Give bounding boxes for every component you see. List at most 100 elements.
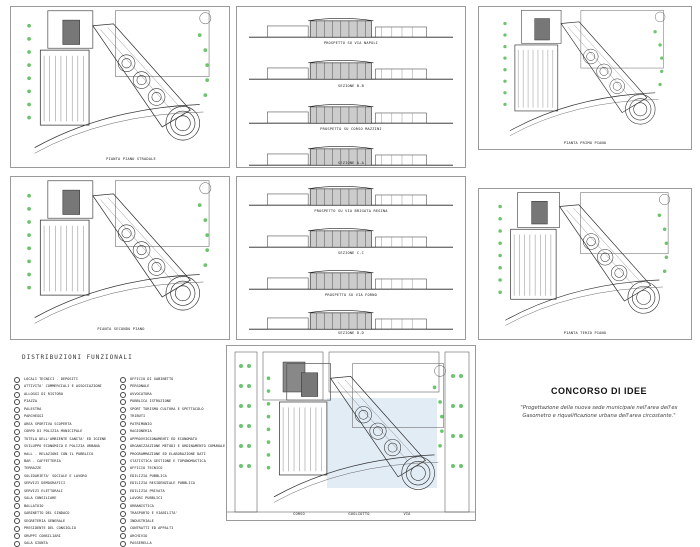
sections-panel-top: PROSPETTO SU VIA NAPOLI SEZIONE B-B PROS… bbox=[236, 6, 466, 168]
legend-item-label: BALLATOIO bbox=[24, 503, 44, 508]
ground-floor-plan-drawing bbox=[26, 10, 212, 154]
legend-item: URBANISTICA bbox=[120, 503, 225, 510]
section-caption-4: SEZIONE A-A bbox=[338, 161, 364, 165]
legend-item-label: SVILUPPO ECONOMICO E POLIZIA URBANA bbox=[24, 444, 100, 449]
second-floor-plan-panel: PIANTA SECONDO PIANO bbox=[10, 176, 230, 340]
legend-item: PASSERELLA bbox=[120, 540, 225, 547]
legend-item-label: GRUPPI CONSILIARI bbox=[24, 533, 61, 538]
legend-item: EDILIZIA PRIVATA bbox=[120, 488, 225, 495]
legend-item-label: ORGANIZZAZIONE METODI E ORDINAMENTO COMU… bbox=[130, 444, 226, 449]
legend-item: PARCHEGGI bbox=[14, 413, 106, 420]
legend-marker-icon bbox=[14, 466, 20, 473]
legend-marker-icon bbox=[120, 510, 126, 517]
legend-marker-icon bbox=[120, 458, 126, 465]
legend-item: ATTIVITA' COMMERCIALI E ASSOCIAZIONI bbox=[14, 383, 106, 391]
legend-marker-icon bbox=[14, 451, 20, 458]
legend-marker-icon bbox=[120, 428, 126, 435]
legend-marker-icon bbox=[14, 503, 20, 510]
legend-item: AREA SPORTIVA SCOPERTA bbox=[14, 421, 106, 428]
legend-item-label: LOCALI TECNICI - DEPOSITI bbox=[24, 377, 79, 381]
legend-item: SEGRETERIA GENERALE bbox=[14, 518, 106, 525]
second-floor-plan-caption: PIANTA SECONDO PIANO bbox=[97, 327, 145, 331]
legend-marker-icon bbox=[120, 518, 126, 525]
legend-item-label: SPORT TURISMO CULTURA E SPETTACOLO bbox=[130, 406, 204, 411]
section-caption-8: SEZIONE D-D bbox=[338, 331, 364, 335]
legend-title: DISTRIBUZIONI FUNZIONALI bbox=[22, 354, 133, 361]
legend-item-label: TRIBUTI bbox=[130, 414, 146, 419]
legend-item-label: TUTELA DELL'AMBIENTE SANITA' ED IGIENE bbox=[24, 436, 107, 441]
legend-item: PUBBLICA ISTRUZIONE bbox=[120, 398, 225, 406]
elevations-drawing-bottom bbox=[249, 185, 453, 330]
competition-title: CONCORSO DI IDEE bbox=[550, 386, 647, 396]
legend-item: SPORT TURISMO CULTURA E SPETTACOLO bbox=[120, 406, 225, 413]
legend-marker-icon bbox=[120, 436, 126, 443]
legend-item: PERSONALE bbox=[120, 383, 225, 391]
legend-item-label: SOLIDARIETA' SOCIALE E LAVORO bbox=[24, 473, 87, 478]
legend-item-label: PRESIDENTE DEL CONSIGLIO bbox=[24, 526, 76, 531]
legend-item: SALA GIUNTA bbox=[14, 540, 106, 547]
legend-item-label: EDILIZIA PUBBLICA bbox=[130, 473, 167, 478]
legend-marker-icon bbox=[14, 406, 20, 413]
legend-marker-icon bbox=[14, 428, 20, 435]
legend-item-label: AREA SPORTIVA SCOPERTA bbox=[24, 421, 72, 426]
legend-item-label: APPROVVIGIONAMENTI ED ECONOMATO bbox=[130, 436, 198, 441]
legend-item-label: BAR - CAFFETTERIA bbox=[24, 458, 61, 463]
legend-item-label: TERRAZZE bbox=[24, 466, 42, 471]
legend-item-label: PUBBLICA ISTRUZIONE bbox=[130, 399, 172, 404]
legend-item: PATRIMONIO bbox=[120, 421, 225, 428]
legend-item-label: SALA GIUNTA bbox=[24, 540, 48, 545]
legend-item-label: RAGIONERIA bbox=[130, 429, 152, 434]
legend-item: TERRAZZE bbox=[14, 465, 106, 473]
legend-marker-icon bbox=[120, 451, 126, 458]
legend-item: LAVORI PUBBLICI bbox=[120, 495, 225, 502]
legend-marker-icon bbox=[120, 488, 126, 495]
legend-marker-icon bbox=[14, 481, 20, 488]
legend-marker-icon bbox=[120, 391, 126, 398]
legend-item: GRUPPI CONSILIARI bbox=[14, 533, 106, 540]
legend-marker-icon bbox=[14, 399, 20, 406]
legend-item: STATISTICA GESTIONE E TOPONOMASTICA bbox=[120, 458, 225, 465]
legend-item-label: ARCHIVIO bbox=[130, 533, 148, 538]
legend-marker-icon bbox=[120, 406, 126, 413]
legend-item: ARCHIVIO bbox=[120, 533, 225, 540]
legend-marker-icon bbox=[14, 533, 20, 540]
legend-item-label: SERVIZI ELETTORALI bbox=[24, 488, 63, 493]
legend-item: APPROVVIGIONAMENTI ED ECONOMATO bbox=[120, 436, 225, 443]
legend-item: SVILUPPO ECONOMICO E POLIZIA URBANA bbox=[14, 443, 106, 450]
legend-marker-icon bbox=[14, 510, 20, 517]
first-floor-plan-caption: PIANTA PRIMO PIANO bbox=[563, 141, 607, 145]
section-caption-7: PROSPETTO SU VIA FORNO bbox=[325, 293, 377, 297]
legend-item: HALL - RELAZIONI CON IL PUBBLICO bbox=[14, 451, 106, 458]
legend-item-label: PALESTRA bbox=[24, 406, 42, 411]
legend-item-label: GABINETTO DEL SINDACO bbox=[24, 511, 70, 516]
legend-item-label: SEGRETERIA GENERALE bbox=[24, 518, 66, 523]
legend-item-label: UFFICIO DI GABINETTO bbox=[130, 377, 174, 381]
site-plan-drawing bbox=[227, 351, 475, 513]
legend-marker-icon bbox=[120, 443, 126, 450]
legend-item: ALLOGGI DI RISTORO bbox=[14, 391, 106, 398]
legend-marker-icon bbox=[14, 518, 20, 525]
legend-marker-icon bbox=[14, 488, 20, 495]
legend-item: BALLATOIO bbox=[14, 503, 106, 510]
legend-item: TRIBUTI bbox=[120, 413, 225, 420]
legend-item: PIAZZA bbox=[14, 398, 106, 406]
section-caption-3: PROSPETTO SU CORSO MAZZINI bbox=[320, 127, 382, 131]
section-caption-1: PROSPETTO SU VIA NAPOLI bbox=[323, 41, 379, 45]
site-plan-panel: CORSO GUGLIOTTO VIA bbox=[226, 345, 476, 521]
legend-marker-icon bbox=[120, 399, 126, 406]
legend-item-label: PERSONALE bbox=[130, 384, 150, 389]
legend-marker-icon bbox=[14, 525, 20, 532]
legend-marker-icon bbox=[120, 503, 126, 510]
legend-item-label: ALLOGGI DI RISTORO bbox=[24, 391, 63, 396]
legend-marker-icon bbox=[14, 495, 20, 502]
legend-marker-icon bbox=[120, 413, 126, 420]
legend-marker-icon bbox=[120, 533, 126, 540]
street-label-3: VIA bbox=[403, 512, 411, 516]
legend-item-label: PASSERELLA bbox=[130, 540, 152, 545]
legend-item: EDILIZIA PUBBLICA bbox=[120, 473, 225, 480]
legend-marker-icon bbox=[120, 495, 126, 502]
legend-marker-icon bbox=[14, 436, 20, 443]
section-caption-5: PROSPETTO SU VIA BRIGATA REGINA bbox=[314, 209, 388, 213]
legend-item: PROGRAMMAZIONE ED ELABORAZIONE DATI bbox=[120, 451, 225, 458]
legend-item-label: STATISTICA GESTIONE E TOPONOMASTICA bbox=[130, 458, 206, 463]
